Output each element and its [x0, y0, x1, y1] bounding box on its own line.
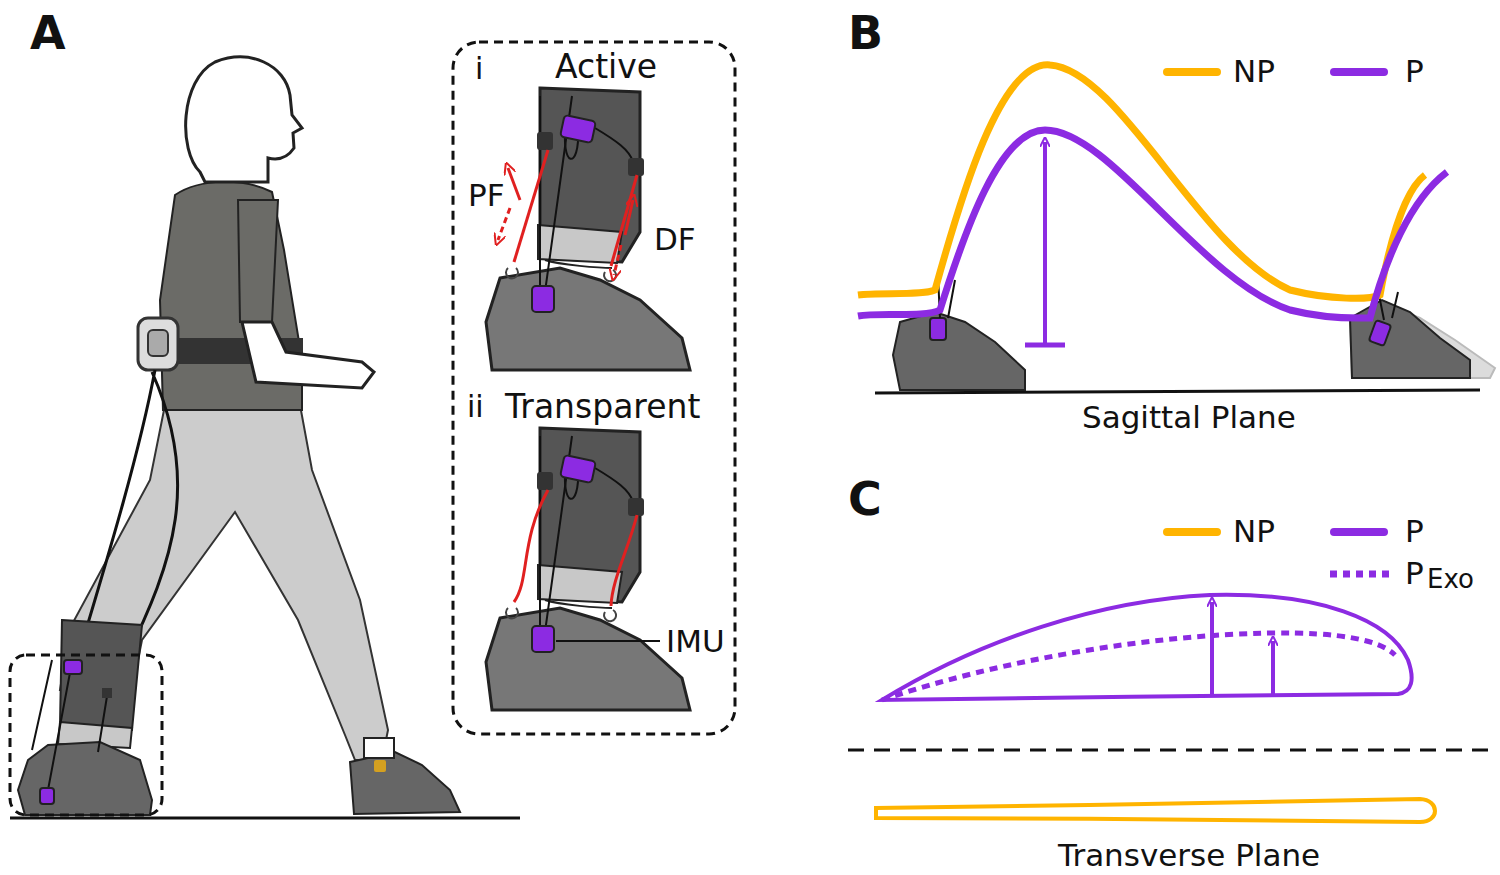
muscle-label: DF [654, 224, 696, 255]
muscle-label: PF [468, 180, 505, 211]
roman-numeral: ii [467, 392, 484, 422]
legend-text: P [1405, 558, 1424, 589]
legend-text: P [1405, 56, 1424, 87]
legend-swatch [1330, 68, 1388, 76]
panel-letter: B [848, 10, 883, 56]
sensor-label: IMU [666, 626, 725, 657]
legend-swatch [1163, 528, 1221, 536]
mode-title: Active [555, 50, 657, 83]
plane-label: Transverse Plane [1058, 840, 1320, 871]
legend-text: NP [1233, 56, 1275, 87]
legend-text: P [1405, 516, 1424, 547]
legend-swatch [1330, 528, 1388, 536]
plane-label: Sagittal Plane [1082, 402, 1296, 433]
roman-numeral: i [475, 54, 483, 84]
panel-letter: A [30, 10, 66, 56]
legend-swatch [1163, 68, 1221, 76]
mode-title: Transparent [505, 390, 700, 423]
subscript: Exo [1427, 566, 1474, 592]
legend-text: NP [1233, 516, 1275, 547]
panel-letter: C [848, 476, 882, 522]
